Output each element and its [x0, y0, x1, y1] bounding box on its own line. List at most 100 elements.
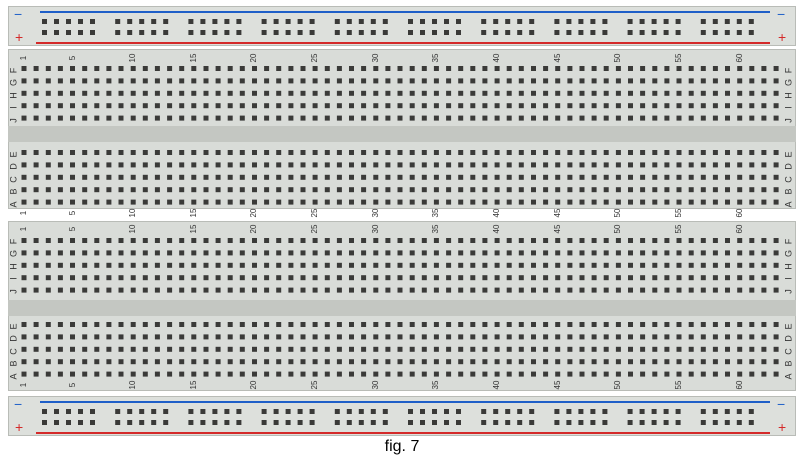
upper-row-label-i-left: I	[8, 106, 19, 109]
upper-abcde-holes	[21, 150, 779, 205]
lower-top-column-number-10: 10	[128, 224, 138, 234]
upper-row-label-b-left: B	[8, 188, 19, 195]
upper-top-column-number-35: 35	[431, 53, 441, 63]
lower-row-label-j-right: J	[783, 288, 794, 294]
lower-bottom-column-number-30: 30	[370, 380, 380, 390]
upper-bottom-column-number-1: 1	[19, 210, 28, 216]
upper-bottom-column-number-50: 50	[613, 208, 623, 218]
upper-row-label-h-left: H	[8, 92, 19, 99]
upper-top-column-number-55: 55	[674, 53, 684, 63]
lower-row-label-f-right: F	[783, 238, 794, 245]
lower-top-column-number-60: 60	[734, 224, 744, 234]
lower-top-column-number-1: 1	[19, 226, 28, 232]
lower-row-label-h-left: H	[8, 263, 19, 270]
upper-bottom-column-number-45: 45	[552, 208, 562, 218]
upper-bottom-column-number-5: 5	[67, 210, 77, 216]
bottom-plus-left-label: +	[15, 419, 24, 435]
upper-bottom-column-number-25: 25	[310, 208, 320, 218]
upper-bottom-column-number-55: 55	[674, 208, 684, 218]
top-positive-line	[36, 42, 770, 44]
top-minus-right-label: −	[777, 6, 786, 22]
upper-top-column-number-5: 5	[67, 55, 77, 61]
lower-row-label-f-left: F	[8, 238, 19, 245]
upper-top-column-number-25: 25	[310, 53, 320, 63]
upper-bottom-column-number-60: 60	[734, 208, 744, 218]
upper-bottom-column-number-30: 30	[370, 208, 380, 218]
lower-bottom-column-number-25: 25	[310, 380, 320, 390]
bottom-plus-right-label: +	[778, 419, 787, 435]
lower-row-label-a-right: A	[783, 373, 794, 380]
lower-top-column-number-30: 30	[370, 224, 380, 234]
upper-bottom-column-number-15: 15	[188, 208, 198, 218]
upper-row-label-a-left: A	[8, 201, 19, 208]
lower-bottom-column-number-50: 50	[613, 380, 623, 390]
upper-row-label-g-left: G	[8, 79, 19, 87]
upper-top-column-number-45: 45	[552, 53, 562, 63]
upper-bottom-column-number-10: 10	[128, 208, 138, 218]
lower-top-column-number-50: 50	[613, 224, 623, 234]
lower-top-column-number-45: 45	[552, 224, 562, 234]
upper-bottom-column-number-35: 35	[431, 208, 441, 218]
lower-abcde-holes	[21, 322, 779, 377]
lower-row-label-d-left: D	[8, 335, 19, 343]
lower-bottom-column-number-15: 15	[188, 380, 198, 390]
lower-top-column-number-5: 5	[67, 226, 77, 232]
lower-bottom-column-number-35: 35	[431, 380, 441, 390]
figure-caption: fig. 7	[384, 438, 420, 455]
upper-bottom-column-number-20: 20	[249, 208, 259, 218]
top-minus-left-label: −	[14, 6, 23, 22]
lower-row-label-c-right: C	[783, 348, 794, 355]
bottom-rail-holes	[42, 409, 754, 425]
upper-row-label-j-left: J	[8, 117, 19, 123]
lower-row-label-i-left: I	[8, 277, 19, 280]
upper-top-column-number-20: 20	[249, 53, 259, 63]
upper-top-column-number-1: 1	[19, 55, 28, 61]
bottom-positive-line	[36, 432, 770, 434]
lower-row-label-a-left: A	[8, 373, 19, 380]
lower-row-label-h-right: H	[783, 263, 794, 270]
top-plus-left-label: +	[15, 29, 24, 45]
lower-row-label-g-left: G	[8, 250, 19, 258]
upper-row-label-i-right: I	[783, 106, 794, 109]
upper-row-label-f-right: F	[783, 67, 794, 74]
upper-row-label-e-right: E	[783, 151, 794, 158]
lower-top-column-number-55: 55	[674, 224, 684, 234]
upper-row-label-d-right: D	[783, 163, 794, 171]
bottom-negative-line	[40, 401, 770, 403]
upper-row-label-b-right: B	[783, 188, 794, 195]
lower-bottom-column-number-20: 20	[249, 380, 259, 390]
lower-row-label-b-left: B	[8, 360, 19, 367]
lower-top-column-number-40: 40	[492, 224, 502, 234]
lower-row-label-e-left: E	[8, 323, 19, 330]
lower-row-label-e-right: E	[783, 323, 794, 330]
upper-row-label-g-right: G	[783, 79, 794, 87]
lower-row-label-j-left: J	[8, 288, 19, 294]
lower-bottom-column-number-10: 10	[128, 380, 138, 390]
lower-center-channel	[8, 300, 796, 316]
lower-bottom-column-number-5: 5	[67, 382, 77, 388]
lower-bottom-column-number-60: 60	[734, 380, 744, 390]
upper-row-label-c-right: C	[783, 176, 794, 183]
upper-fghij-holes	[21, 66, 779, 121]
upper-row-label-f-left: F	[8, 67, 19, 74]
upper-top-column-number-10: 10	[128, 53, 138, 63]
lower-top-column-number-20: 20	[249, 224, 259, 234]
lower-bottom-column-number-1: 1	[19, 382, 28, 388]
lower-top-column-number-35: 35	[431, 224, 441, 234]
upper-row-label-j-right: J	[783, 117, 794, 123]
upper-bottom-column-number-40: 40	[492, 208, 502, 218]
lower-fghij-holes	[21, 238, 779, 293]
upper-top-column-number-15: 15	[188, 53, 198, 63]
upper-row-label-h-right: H	[783, 92, 794, 99]
lower-row-label-d-right: D	[783, 335, 794, 343]
upper-center-channel	[8, 126, 796, 142]
lower-row-label-i-right: I	[783, 277, 794, 280]
top-plus-right-label: +	[778, 29, 787, 45]
bottom-minus-left-label: −	[14, 396, 23, 412]
lower-row-label-g-right: G	[783, 250, 794, 258]
lower-bottom-column-number-55: 55	[674, 380, 684, 390]
upper-row-label-e-left: E	[8, 151, 19, 158]
upper-top-column-number-30: 30	[370, 53, 380, 63]
lower-top-column-number-25: 25	[310, 224, 320, 234]
